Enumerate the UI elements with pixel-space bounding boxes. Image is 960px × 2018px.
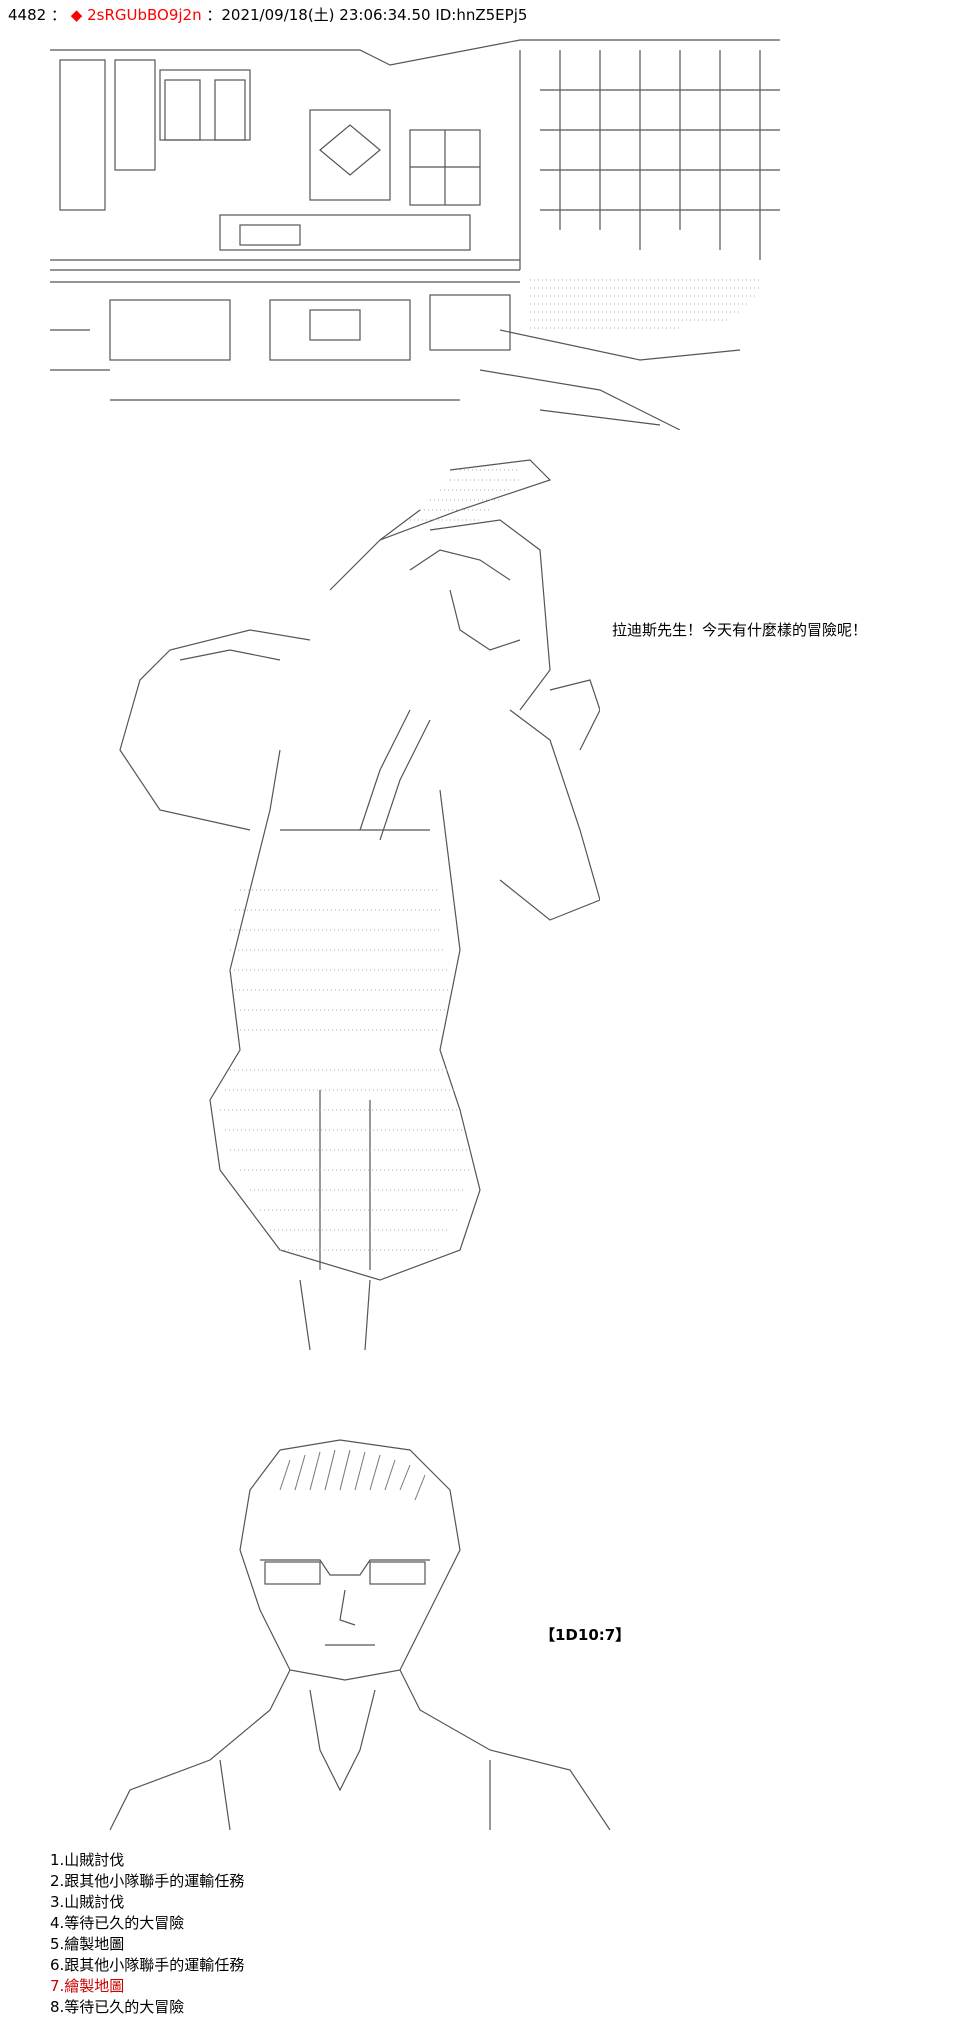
list-item: 6.跟其他小隊聯手的運輸任務 [50,1956,245,1974]
list-item-selected: 7.繪製地圖 [50,1977,125,1995]
list-item: 2.跟其他小隊聯手的運輸任務 [50,1872,245,1890]
list-item: 5.繪製地圖 [50,1935,125,1953]
dice-result: 【1D10:7】 [540,1626,631,1644]
girl-with-sword-art [119,459,600,1350]
list-item: 8.等待已久的大冒險 [50,1998,185,2016]
list-item: 1.山賊討伐 [50,1851,125,1869]
post-datetime: ：2021/09/18(土) 23:06:34.50 [206,6,431,24]
list-item: 3.山賊討伐 [50,1893,125,1911]
options-list: 1.山賊討伐 2.跟其他小隊聯手的運輸任務 3.山賊討伐 4.等待已久的大冒險 … [50,1850,244,2018]
post-number: 4482 [8,6,47,24]
town-street-art [50,39,780,430]
trip-diamond-icon: ◆ [70,6,83,24]
man-with-sunglasses-art [109,1439,611,1830]
post-id: ID:hnZ5EPj5 [435,6,528,24]
tripcode: 2sRGUbBO9j2n [87,6,202,24]
post-header: 4482 ： ◆ 2sRGUbBO9j2n ：2021/09/18(土) 23:… [8,6,527,24]
post-separator: ： [50,6,66,24]
speech-text: 拉迪斯先生！今天有什麼樣的冒險呢！ [612,621,868,639]
list-item: 4.等待已久的大冒險 [50,1914,185,1932]
